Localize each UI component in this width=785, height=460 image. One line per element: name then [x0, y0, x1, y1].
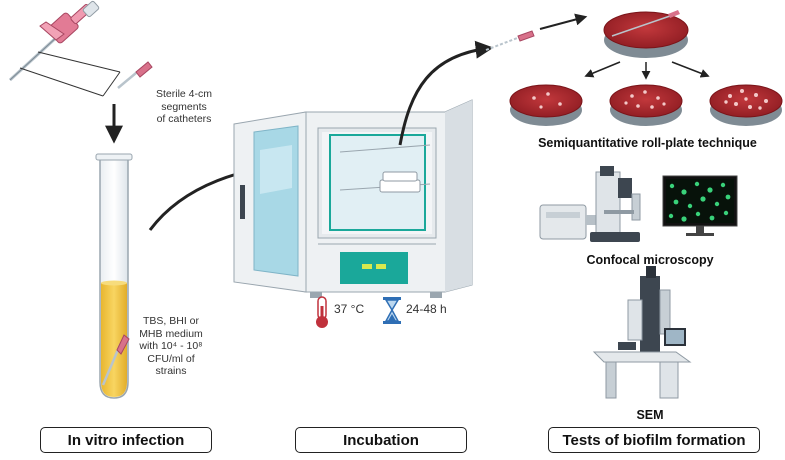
catheter-segments-label: Sterile 4-cm segments of catheters — [132, 88, 236, 126]
incubator-icon — [233, 99, 473, 298]
medium-line-3: with 10⁴ - 10⁸ — [139, 340, 203, 352]
monitor-icon — [662, 175, 738, 236]
petri-dish-icon — [603, 10, 689, 58]
hourglass-icon — [383, 297, 401, 324]
medium-label: TBS, BHI or MHB medium with 10⁴ - 10⁸ CF… — [128, 315, 214, 378]
catheter-segments-line-1: Sterile 4-cm segments — [155, 88, 212, 113]
catheter-icon — [8, 0, 153, 97]
roll-plate-label: Semiquantitative roll-plate technique — [538, 136, 757, 150]
confocal-microscope-icon — [539, 166, 641, 242]
medium-line-5: strains — [155, 365, 187, 377]
stage-tests-biofilm: Tests of biofilm formation — [548, 427, 760, 453]
stage-in-vitro-infection: In vitro infection — [40, 427, 212, 453]
petri-dish-icon — [609, 84, 683, 126]
confocal-label: Confocal microscopy — [586, 253, 714, 267]
petri-dish-icon — [709, 84, 783, 126]
test-tube-icon — [95, 153, 133, 399]
arrow-to-tests — [398, 40, 494, 146]
temperature-label: 37 °C — [334, 302, 365, 316]
petri-dish-icon — [509, 84, 583, 126]
catheter-segment-icon — [485, 30, 535, 51]
thermometer-icon — [316, 296, 328, 328]
stage-incubation: Incubation — [295, 427, 467, 453]
medium-line-4: CFU/ml of — [147, 352, 195, 365]
arrow-to-plate — [539, 13, 588, 30]
medium-line-2: MHB medium — [139, 327, 203, 340]
duration-label: 24-48 h — [406, 302, 447, 316]
medium-line-1: TBS, BHI or — [142, 315, 199, 327]
catheter-segments-line-2: of catheters — [156, 113, 212, 125]
sem-microscope-icon — [592, 266, 692, 399]
sem-label: SEM — [636, 408, 664, 422]
